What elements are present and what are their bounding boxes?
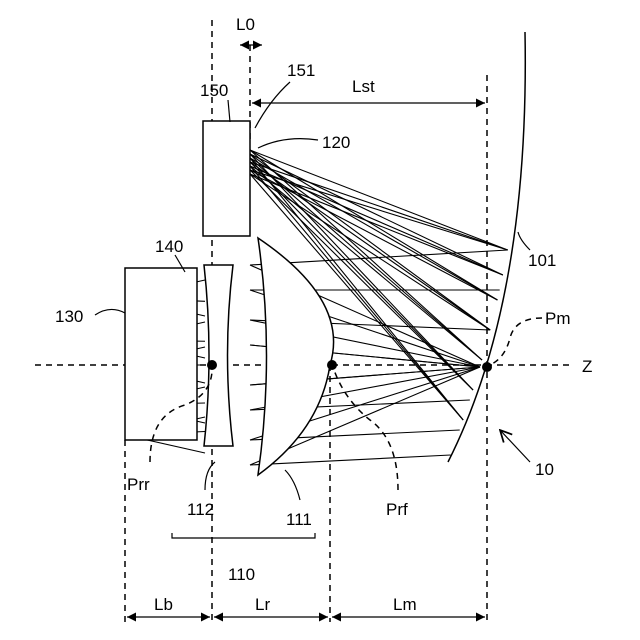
label-140: 140	[155, 237, 183, 256]
leader-111	[285, 470, 300, 500]
label-151: 151	[287, 61, 315, 80]
label-prr: Prr	[127, 475, 150, 494]
front-lens-111	[258, 238, 334, 475]
label-l0: L0	[236, 15, 255, 34]
label-120: 120	[322, 133, 350, 152]
label-150: 150	[200, 81, 228, 100]
display-panel-130	[125, 268, 197, 440]
label-lr: Lr	[255, 595, 270, 614]
leader-150	[228, 100, 230, 122]
label-112: 112	[187, 500, 214, 519]
leader-151	[255, 82, 290, 128]
leader-130	[95, 309, 125, 315]
arrow-10	[500, 430, 530, 462]
label-10: 10	[535, 460, 554, 479]
aperture-block-150	[203, 121, 250, 236]
label-111: 111	[286, 510, 312, 529]
label-130: 130	[55, 307, 83, 326]
label-lm: Lm	[393, 595, 417, 614]
bracket-110	[172, 533, 315, 538]
label-lb: Lb	[154, 595, 173, 614]
label-lst: Lst	[352, 77, 375, 96]
ray-aperture-mirror	[250, 154, 503, 275]
label-pm: Pm	[545, 309, 571, 328]
ray-aperture-mirror	[250, 150, 508, 250]
point-pm	[482, 362, 492, 372]
leader-120	[258, 139, 318, 148]
label-101: 101	[528, 251, 556, 270]
point-prr	[207, 360, 217, 370]
label-z: Z	[582, 357, 592, 376]
leader-101	[518, 232, 530, 250]
leader-112	[205, 462, 215, 490]
label-prf: Prf	[386, 500, 408, 519]
rear-lens-112	[204, 265, 233, 446]
label-110: 110	[228, 565, 255, 584]
point-prf	[327, 360, 337, 370]
